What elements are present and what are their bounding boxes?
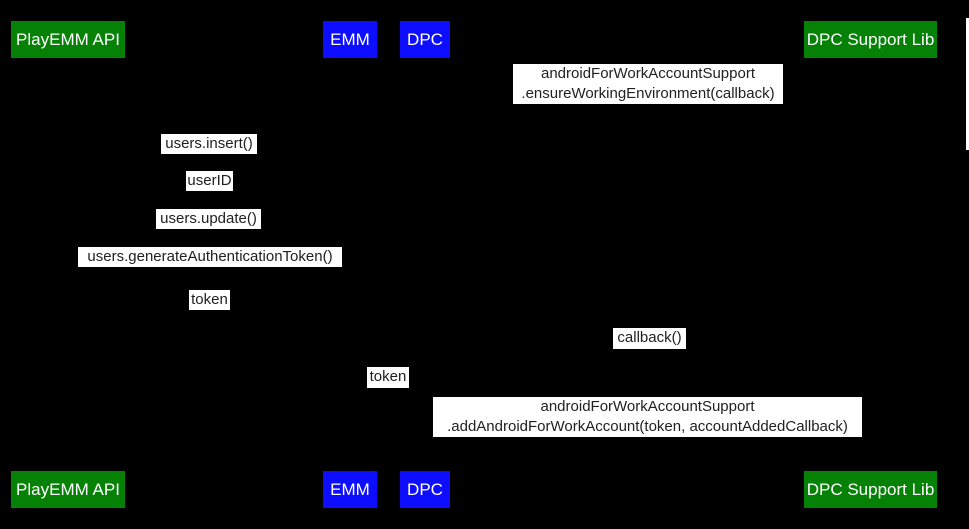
message-line: .addAndroidForWorkAccount(token, account… [447,418,848,435]
message-add-android-for-work-account: androidForWorkAccountSupport .addAndroid… [433,397,862,437]
participant-playemm-api-bottom: PlayEMM API [11,471,125,508]
participant-playemm-api-top: PlayEMM API [11,21,125,58]
message-token-forward: token [367,367,409,388]
message-generate-auth-token: users.generateAuthenticationToken() [78,247,342,267]
message-token-response: token [189,290,230,310]
message-line: androidForWorkAccountSupport [541,65,755,82]
participant-dpc-support-lib-top: DPC Support Lib [804,21,937,58]
message-callback: callback() [613,328,686,349]
message-users-update: users.update() [156,209,261,229]
message-users-insert: users.insert() [161,134,257,154]
message-line: androidForWorkAccountSupport [540,398,755,415]
participant-emm-bottom: EMM [323,471,377,508]
participant-emm-top: EMM [323,21,377,58]
participant-dpc-top: DPC [400,21,450,58]
message-user-id: userID [186,171,233,191]
scrollbar-thumb[interactable] [966,18,969,150]
message-ensure-working-environment: androidForWorkAccountSupport .ensureWork… [513,64,783,104]
participant-dpc-support-lib-bottom: DPC Support Lib [804,471,937,508]
participant-dpc-bottom: DPC [400,471,450,508]
message-line: .ensureWorkingEnvironment(callback) [521,85,775,102]
